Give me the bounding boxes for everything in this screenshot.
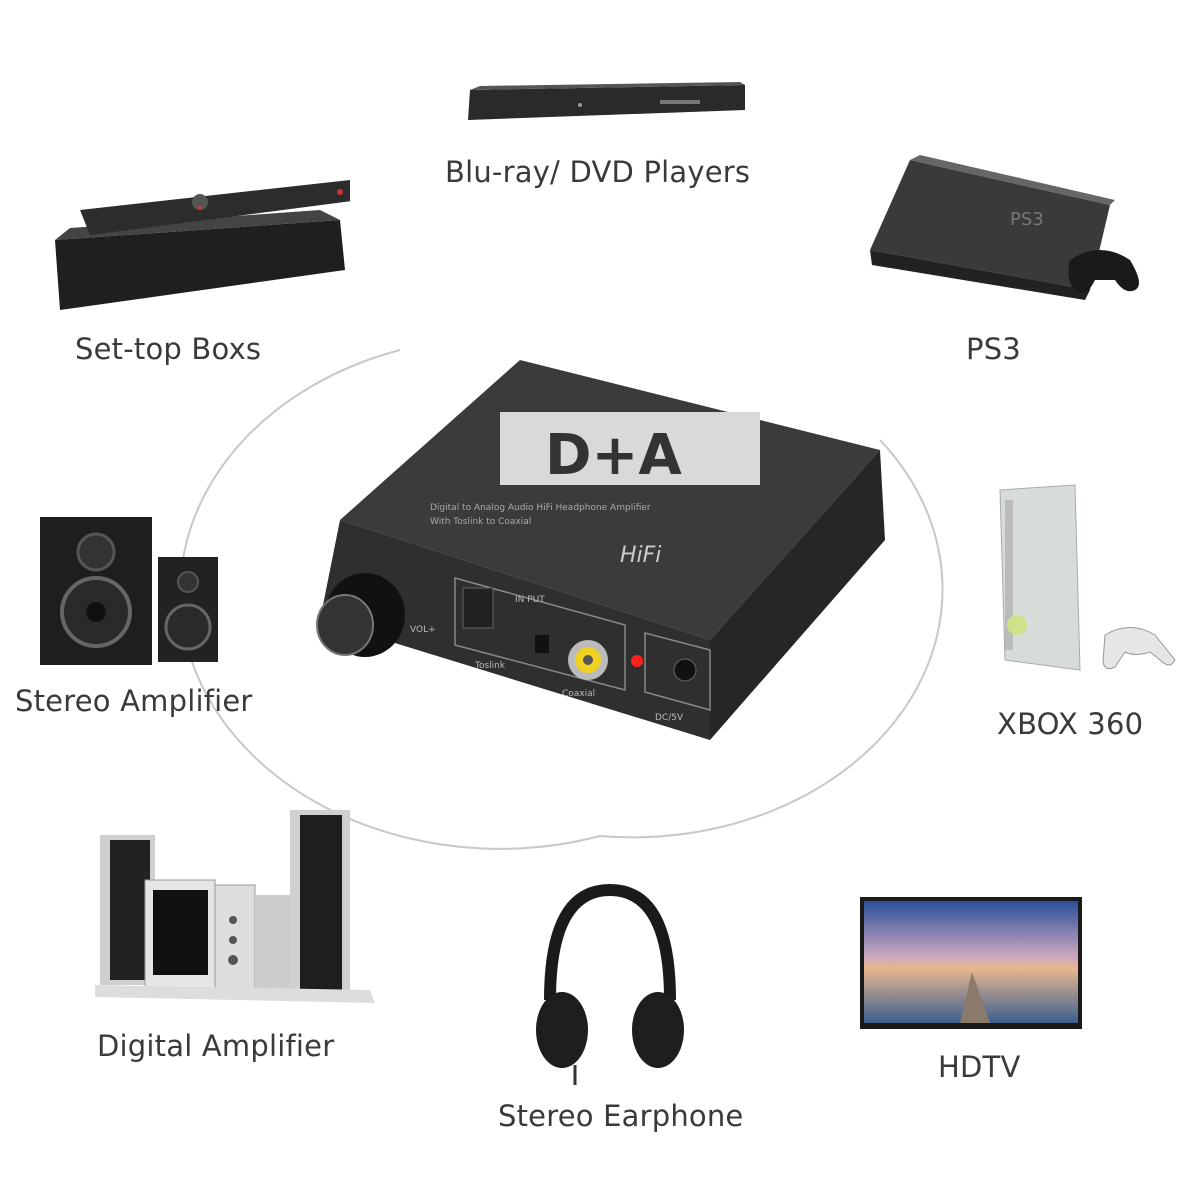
ps3-logo: PS3 [1010,209,1044,230]
dac-logo: D+A [545,423,682,488]
settop-label: Set-top Boxs [75,332,262,366]
stereo-amplifier-label: Stereo Amplifier [15,684,253,718]
headphones-image [536,883,684,1085]
ps3-image: PS3 [870,155,1139,300]
digital-amplifier-label: Digital Amplifier [97,1029,335,1063]
stereo-speakers-image [40,517,218,665]
power-label: DC/5V [655,713,684,723]
coaxial-port[interactable] [568,640,608,680]
xbox-label: XBOX 360 [997,707,1144,741]
dc-power-port[interactable] [673,658,697,682]
xbox-360-image [999,484,1176,671]
dac-converter-image: D+A Digital to Analog Audio HiFi Headpho… [316,360,885,740]
volume-knob[interactable] [316,573,405,657]
digital-amplifier-image [95,810,375,1003]
dac-description-line2: With Toslink to Coaxial [430,517,531,527]
earphone-label: Stereo Earphone [498,1099,744,1133]
coaxial-label: Coaxial [562,689,595,699]
dac-description-line1: Digital to Analog Audio HiFi Headphone A… [430,503,651,513]
bluray-player-image [468,82,745,120]
toslink-label: Toslink [474,661,506,671]
hdtv-label: HDTV [938,1050,1021,1084]
dac-hifi-text: HiFi [620,543,661,568]
hdtv-image [860,897,1082,1029]
toslink-port[interactable] [462,587,494,629]
settop-box-image [55,180,350,310]
power-led [631,655,643,667]
volume-label: VOL+ [410,625,436,635]
bluray-label: Blu-ray/ DVD Players [445,155,751,189]
ps3-label: PS3 [966,332,1021,366]
input-switch[interactable] [535,635,549,653]
input-label: IN PUT [515,595,545,605]
